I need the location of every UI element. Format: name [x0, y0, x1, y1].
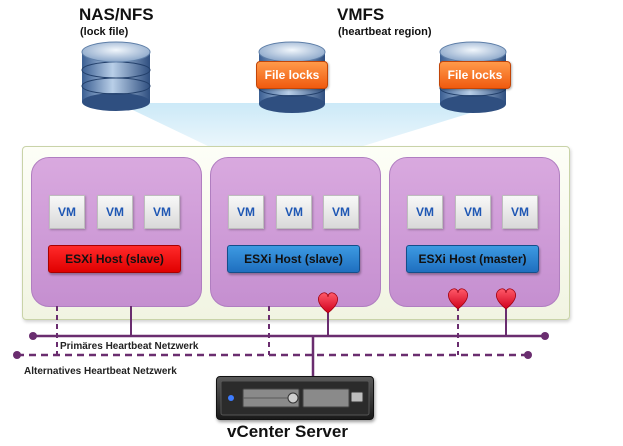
esxi-host-1: VM VM VM ESXi Host (slave): [31, 157, 202, 307]
esxi-host-3: VM VM VM ESXi Host (master): [389, 157, 560, 307]
alt-end-dot: [524, 351, 532, 359]
vm-box: VM: [276, 195, 312, 229]
vcenter-server-icon: [216, 376, 374, 420]
file-locks-badge-1: File locks: [256, 61, 328, 89]
vm-box: VM: [455, 195, 491, 229]
alt-end-dot: [13, 351, 21, 359]
vm-box: VM: [502, 195, 538, 229]
host-status-bar: ESXi Host (master): [406, 245, 539, 273]
storage-connection-area: [118, 103, 503, 147]
heart-icon: [495, 288, 517, 310]
vm-box: VM: [144, 195, 180, 229]
vm-box: VM: [49, 195, 85, 229]
host-status-bar: ESXi Host (slave): [227, 245, 360, 273]
vmfs-title: VMFS: [337, 5, 385, 24]
alternative-network-label: Alternatives Heartbeat Netzwerk: [24, 366, 177, 377]
vm-box: VM: [407, 195, 443, 229]
primary-end-dot: [541, 332, 549, 340]
heart-icon: [317, 292, 339, 314]
host-status-bar: ESXi Host (slave): [48, 245, 181, 273]
nas-title: NAS/NFS: [79, 5, 154, 24]
vmfs-subtitle: (heartbeat region): [338, 26, 432, 38]
vm-box: VM: [228, 195, 264, 229]
nas-datastore-icon: [81, 41, 151, 111]
vm-box: VM: [97, 195, 133, 229]
heart-icon: [447, 288, 469, 310]
vm-box: VM: [323, 195, 359, 229]
file-locks-badge-2: File locks: [439, 61, 511, 89]
esxi-host-2: VM VM VM ESXi Host (slave): [210, 157, 381, 307]
vcenter-label: vCenter Server: [227, 422, 348, 441]
server-front-panel: [220, 380, 370, 416]
primary-end-dot: [29, 332, 37, 340]
nas-subtitle: (lock file): [80, 26, 129, 38]
primary-network-label: Primäres Heartbeat Netzwerk: [60, 341, 199, 352]
